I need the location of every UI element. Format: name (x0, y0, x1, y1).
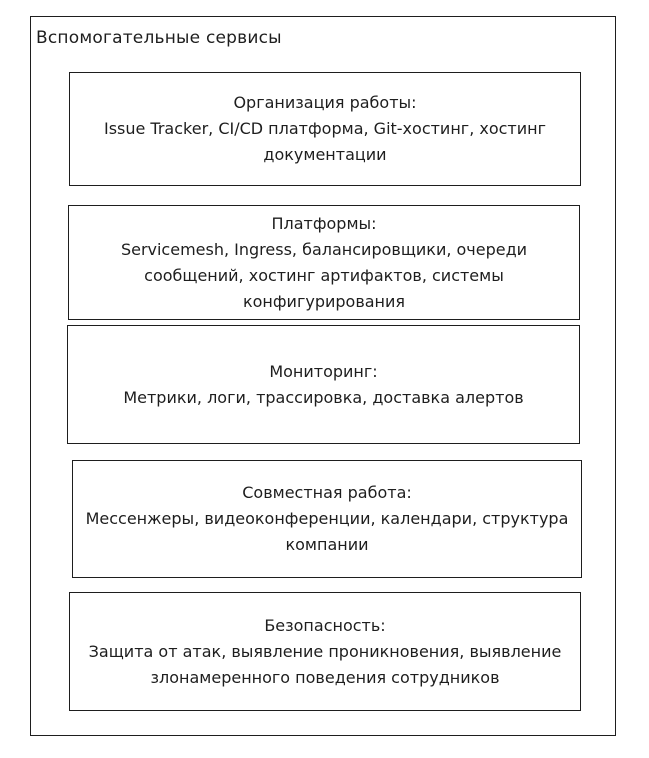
block-work-organization: Организация работы: Issue Tracker, CI/CD… (69, 72, 581, 186)
block-title: Совместная работа: (242, 483, 412, 502)
block-collaboration: Совместная работа: Мессенжеры, видеоконф… (72, 460, 582, 578)
block-description: Issue Tracker, CI/CD платформа, Git-хост… (103, 119, 547, 164)
block-title: Платформы: (271, 213, 377, 233)
block-description: Мессенжеры, видеоконференции, календари,… (85, 509, 569, 554)
block-platforms: Платформы: Servicemesh, Ingress, баланси… (68, 205, 580, 320)
auxiliary-services-container (30, 16, 616, 736)
block-description: Метрики, логи, трассировка, доставка але… (123, 387, 524, 407)
block-monitoring: Мониторинг: Метрики, логи, трассировка, … (67, 325, 580, 444)
block-title: Мониторинг: (269, 361, 378, 381)
diagram-title: Вспомогательные сервисы (36, 28, 282, 48)
block-description: Защита от атак, выявление проникновения,… (88, 641, 562, 687)
block-title: Организация работы: (233, 93, 417, 112)
block-description: Servicemesh, Ingress, балансировщики, оч… (120, 239, 528, 311)
block-title: Безопасность: (264, 615, 386, 635)
block-security: Безопасность: Защита от атак, выявление … (69, 592, 581, 711)
